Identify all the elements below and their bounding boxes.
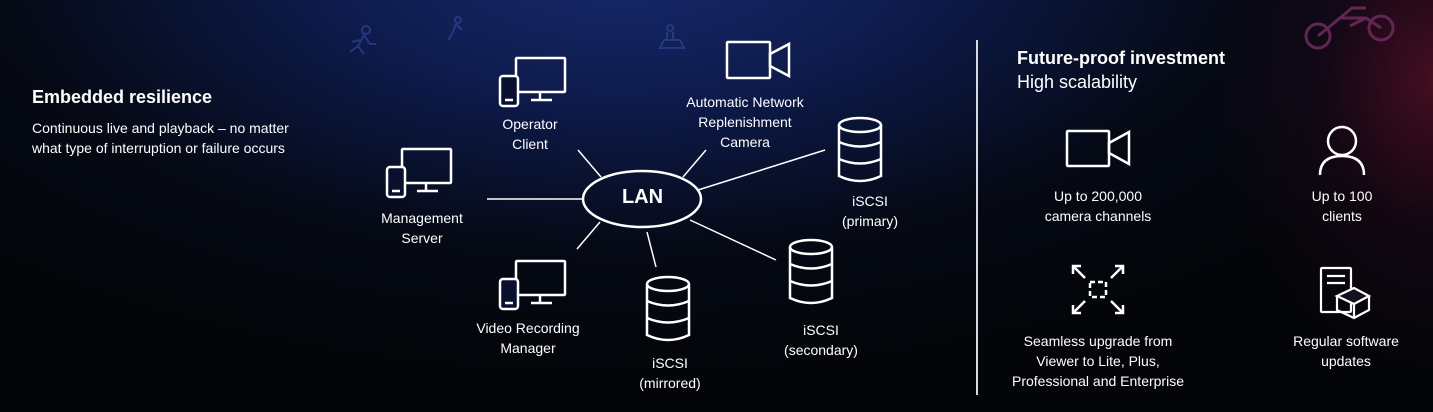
feature-updates: Regular software updates xyxy=(1293,333,1399,369)
computer-icon xyxy=(498,259,567,311)
left-title: Embedded resilience xyxy=(32,87,213,107)
right-subtitle: High scalability xyxy=(1017,72,1138,92)
feature-clients: Up to 100 clients xyxy=(1311,188,1373,224)
iscsi-mirrored-label: iSCSI (mirrored) xyxy=(639,355,701,391)
runner-icon xyxy=(349,25,376,55)
iscsi-primary-label: iSCSI (primary) xyxy=(842,193,898,229)
lan-label: LAN xyxy=(621,186,664,208)
left-subtitle: Continuous live and playback – no matter… xyxy=(32,118,289,158)
left-subtitle-line: what type of interruption or failure occ… xyxy=(32,140,285,156)
feature-cameras: Up to 200,000 camera channels xyxy=(1044,188,1152,224)
database-icon xyxy=(837,116,883,183)
expand-icon xyxy=(1071,264,1125,315)
lan-hub xyxy=(581,169,703,229)
anr-camera-label: Automatic Network Replenishment Camera xyxy=(686,94,804,150)
link-iscsi-secondary xyxy=(689,219,777,261)
link-iscsi-primary xyxy=(697,149,826,191)
computer-icon xyxy=(385,147,453,199)
right-title: Future-proof investment xyxy=(1017,48,1226,68)
database-icon xyxy=(788,238,834,305)
divider xyxy=(976,40,978,395)
left-subtitle-line: Continuous live and playback – no matter xyxy=(32,120,289,136)
link-video-recording-manager xyxy=(576,221,601,250)
camera-icon xyxy=(725,40,791,80)
background-glow xyxy=(1173,0,1433,412)
iscsi-secondary-label: iSCSI (secondary) xyxy=(784,322,858,358)
database-icon xyxy=(645,275,691,342)
software-package-icon xyxy=(1319,266,1372,320)
operator-client-label: Operator Client xyxy=(502,116,558,152)
feature-upgrade: Seamless upgrade from Viewer to Lite, Pl… xyxy=(1012,333,1184,389)
link-operator-client xyxy=(577,149,602,178)
camera-icon xyxy=(1065,129,1131,168)
link-anr-camera xyxy=(682,149,707,178)
motorbike-icon xyxy=(1304,6,1395,50)
computer-icon xyxy=(498,56,567,108)
person-icon xyxy=(1318,125,1366,176)
video-recording-manager-label: Video Recording Manager xyxy=(476,320,580,356)
crossing-icon xyxy=(658,24,686,49)
management-server-label: Management Server xyxy=(381,210,463,246)
walker-icon xyxy=(447,16,463,41)
link-iscsi-mirrored xyxy=(646,231,657,268)
